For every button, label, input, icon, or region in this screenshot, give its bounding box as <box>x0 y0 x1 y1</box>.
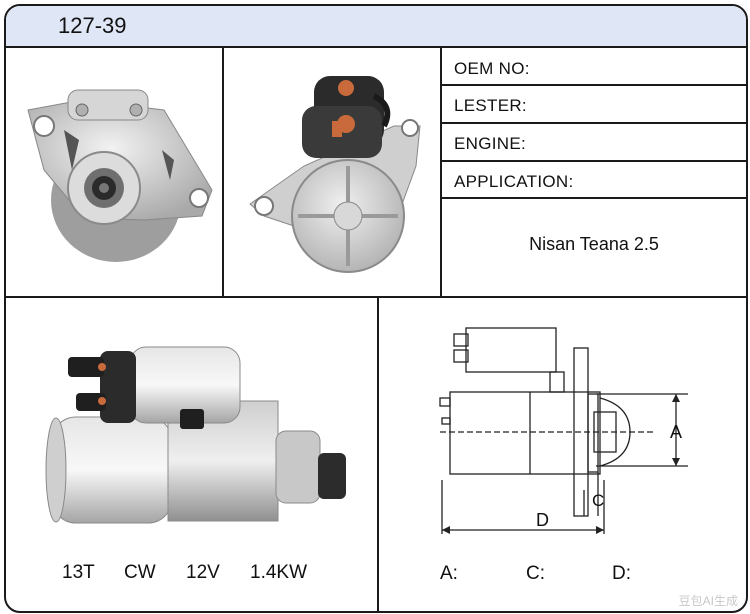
spec-power: 1.4KW <box>250 562 308 583</box>
starter-front-view <box>27 89 213 262</box>
divider <box>440 84 746 86</box>
dimension-d-label: D: <box>612 563 631 584</box>
header-bar: 127-39 <box>6 6 746 48</box>
spec-sheet: 127-39 OEM NO: LESTER: ENGINE: APPLICATI… <box>4 4 748 613</box>
divider <box>440 46 442 296</box>
oem-no-label: OEM NO: <box>454 59 530 78</box>
divider <box>440 160 746 162</box>
divider <box>440 122 746 124</box>
spec-teeth: 13T <box>62 562 95 583</box>
part-number: 127-39 <box>58 13 127 38</box>
dimension-diagram: A C D <box>439 327 688 534</box>
dimension-c-label: C: <box>526 563 545 584</box>
watermark: 豆包AI生成 <box>678 594 738 608</box>
engine-label: ENGINE: <box>454 134 527 153</box>
spec-rotation: CW <box>124 562 156 583</box>
divider <box>222 46 224 296</box>
lester-label: LESTER: <box>454 96 527 115</box>
dimension-a-label: A: <box>440 563 458 584</box>
diagram-label-a: A <box>670 422 682 442</box>
divider <box>377 296 379 611</box>
starter-side-view <box>45 346 346 524</box>
diagram-label-d: D <box>536 510 549 530</box>
application-label: APPLICATION: <box>454 172 574 191</box>
spec-voltage: 12V <box>186 562 220 583</box>
starter-rear-view <box>249 76 421 273</box>
divider <box>440 197 746 199</box>
application-value: Nisan Teana 2.5 <box>529 234 659 254</box>
divider <box>6 296 746 298</box>
diagram-label-c: C <box>592 491 604 510</box>
